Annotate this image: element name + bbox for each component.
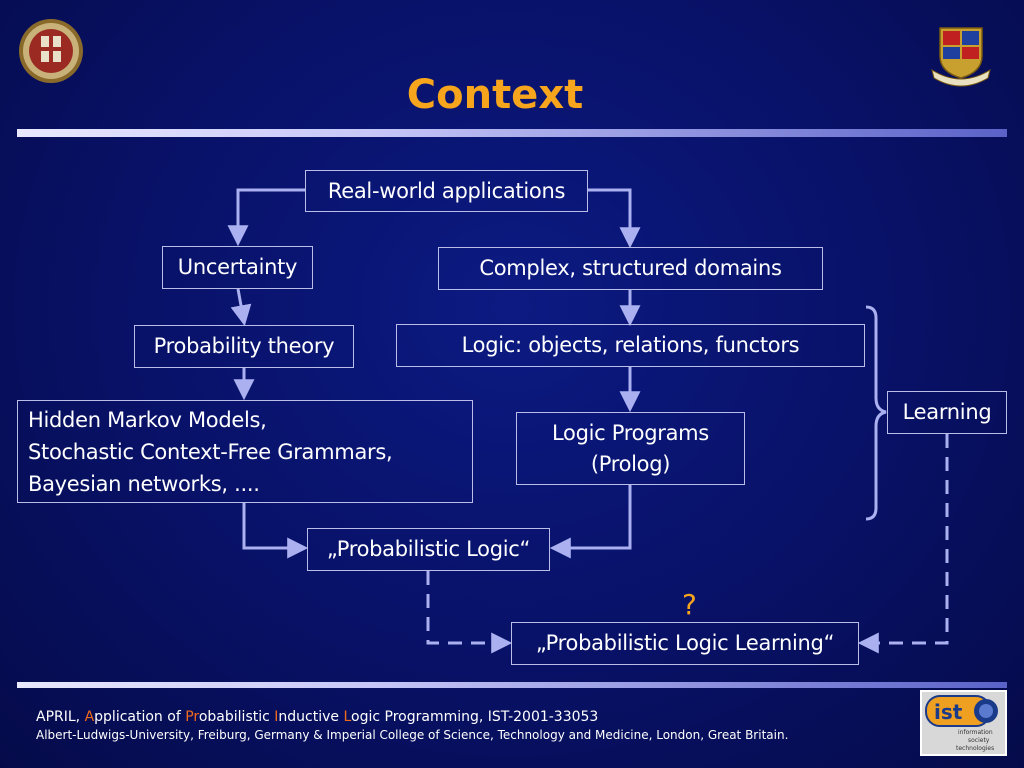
node-probabilistic-logic-learning-label: „Probabilistic Logic Learning“ [535,631,835,656]
slide-title: Context [406,72,584,118]
arrow-realworld-uncertainty [227,188,305,247]
node-probabilistic-logic-learning: „Probabilistic Logic Learning“ [511,622,859,665]
bottom-divider [17,682,1007,688]
footer-institutions-line: Albert-Ludwigs-University, Freiburg, Ger… [36,728,789,742]
arrow-realworld-complex [588,188,641,249]
node-learning: Learning [887,391,1007,434]
question-mark: ? [682,588,697,621]
node-real-world-applications-label: Real-world applications [327,178,566,203]
arrow-hmm-problogic [242,503,309,559]
node-probabilistic-logic: „Probabilistic Logic“ [307,528,550,571]
ist-logo-text: ist [934,700,963,724]
node-real-world-applications: Real-world applications [305,170,588,212]
ist-logo: ist information society technologies [920,690,1007,756]
node-hidden-markov-models: Hidden Markov Models, Stochastic Context… [17,400,473,503]
footer-hl-l: L [343,709,352,725]
node-logic-objects: Logic: objects, relations, functors [396,324,865,367]
svg-text:information: information [958,729,993,736]
footer-hl-a: A [84,709,95,725]
learning-brace [865,305,887,521]
footer-hl-pr: Pr [185,709,199,725]
node-hmm-line2: Stochastic Context-Free Grammars, [28,439,393,464]
node-hmm-line1: Hidden Markov Models, [28,407,267,432]
node-uncertainty-label: Uncertainty [177,255,298,280]
footer-project-line: APRIL, Application of Probabilistic Indu… [36,708,788,726]
arrow-programs-problogic [549,485,632,559]
svg-text:society: society [968,737,990,744]
footer-prefix: APRIL, [36,709,85,725]
top-divider [17,129,1007,137]
node-complex-structured-domains-label: Complex, structured domains [479,256,782,281]
freiburg-seal-logo [18,18,84,84]
svg-text:technologies: technologies [956,745,994,752]
footer: APRIL, Application of Probabilistic Indu… [36,708,788,744]
node-logic-objects-label: Logic: objects, relations, functors [461,333,800,358]
node-probability-theory-label: Probability theory [153,334,335,359]
footer-rest-l: ogic Programming, IST-2001-33053 [351,709,599,725]
arrow-uncertainty-probability [230,288,252,327]
footer-rest-i: nductive [278,709,344,725]
footer-rest-pr: obabilistic [198,709,275,725]
node-logic-programs-line2: (Prolog) [590,451,671,476]
node-hmm-line3: Bayesian networks, .... [28,471,260,496]
node-complex-structured-domains: Complex, structured domains [438,247,823,290]
node-logic-programs: Logic Programs (Prolog) [516,412,745,485]
node-uncertainty: Uncertainty [162,246,313,289]
arrow-problogic-pll [426,571,513,654]
arrow-learning-pll [857,434,949,654]
footer-rest-a: pplication of [94,709,186,725]
node-logic-programs-line1: Logic Programs [552,420,709,445]
footer-hl-i: I [274,709,279,725]
node-probabilistic-logic-label: „Probabilistic Logic“ [326,537,531,562]
imperial-college-crest-logo [930,26,992,90]
node-learning-label: Learning [902,400,992,425]
node-probability-theory: Probability theory [134,325,354,368]
